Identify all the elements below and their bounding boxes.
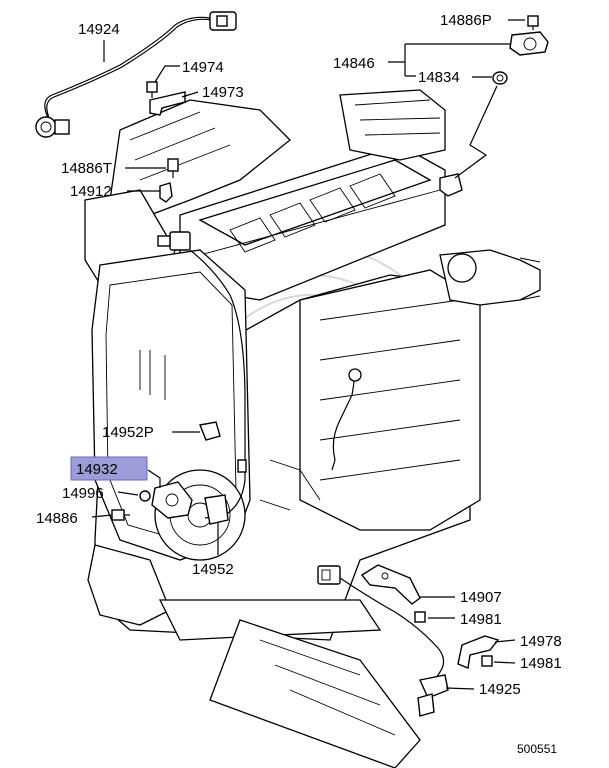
part-14981-bolt-a — [414, 611, 426, 623]
engine-drawing — [84, 89, 541, 768]
callout-14978[interactable]: 14978 — [520, 633, 562, 650]
part-14973-bracket — [149, 91, 186, 116]
callout-14886P[interactable]: 14886P — [440, 12, 492, 29]
part-14846-sensor — [509, 31, 549, 56]
part-14952P-clamp — [199, 421, 221, 441]
callout-14973[interactable]: 14973 — [202, 84, 244, 101]
part-14912-clip — [159, 182, 173, 203]
callout-14952[interactable]: 14952 — [192, 561, 234, 578]
part-connector-head — [157, 231, 191, 251]
part-14924-harness — [35, 11, 237, 138]
callout-14974[interactable]: 14974 — [182, 59, 224, 76]
callout-14907[interactable]: 14907 — [460, 589, 502, 606]
callout-14924[interactable]: 14924 — [78, 21, 120, 38]
callout-14952P[interactable]: 14952P — [102, 424, 154, 441]
highlight-box — [70, 456, 148, 481]
part-14996-seal — [139, 490, 151, 502]
part-14978-bracket — [457, 635, 500, 669]
callout-14846[interactable]: 14846 — [333, 55, 375, 72]
part-14925-o2-sensor — [317, 565, 449, 717]
figure-code: 500551 — [517, 742, 557, 756]
callout-14932[interactable]: 14932 — [76, 461, 118, 478]
part-14932-sensor — [151, 459, 247, 519]
callout-14925[interactable]: 14925 — [479, 681, 521, 698]
callout-14981-a[interactable]: 14981 — [460, 611, 502, 628]
part-14974-bolt — [146, 81, 158, 98]
part-14932-harness — [189, 249, 246, 519]
callout-14834[interactable]: 14834 — [418, 69, 460, 86]
callout-14886[interactable]: 14886 — [36, 510, 78, 527]
part-14834-oring — [492, 71, 508, 85]
part-14952-bracket — [204, 494, 229, 525]
part-14886P-bolt — [527, 15, 539, 30]
callout-14912[interactable]: 14912 — [70, 183, 112, 200]
part-14886T-bolt — [167, 158, 179, 178]
callout-labels: 14924 14974 14973 14886T 14912 14886P 14… — [36, 12, 562, 698]
part-cam-sensor-installed — [439, 173, 463, 197]
callout-14886T[interactable]: 14886T — [61, 160, 112, 177]
leader-lines — [91, 19, 525, 690]
part-14907-bracket — [360, 564, 421, 605]
part-14981-bolt-b — [481, 655, 493, 667]
callout-14981-b[interactable]: 14981 — [520, 655, 562, 672]
callout-14996[interactable]: 14996 — [62, 485, 104, 502]
